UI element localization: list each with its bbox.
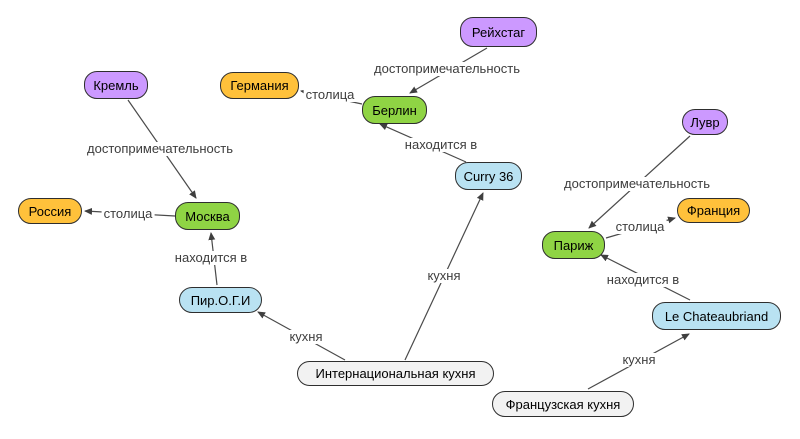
node-label: Кремль <box>93 77 139 93</box>
edge-label-capital-france: столица <box>613 219 667 234</box>
edge-label-landmark-paris: достопримечательность <box>562 176 712 191</box>
node-le-chateaubriand[interactable]: Le Chateaubriand <box>652 302 781 330</box>
node-label: Curry 36 <box>463 168 514 184</box>
edge-label-cuisine-pirogi: кухня <box>287 329 325 344</box>
edge-label-cuisine-lechateau: кухня <box>620 352 658 367</box>
node-label: Французская кухня <box>505 396 621 412</box>
node-label: Франция <box>686 203 741 218</box>
node-label: Берлин <box>372 102 417 118</box>
node-pirogi[interactable]: Пир.О.Г.И <box>179 287 262 313</box>
node-label: Пир.О.Г.И <box>190 292 251 308</box>
node-label: Германия <box>230 78 289 93</box>
node-berlin[interactable]: Берлин <box>362 96 427 124</box>
node-kremlin[interactable]: Кремль <box>84 71 148 99</box>
node-russia[interactable]: Россия <box>18 198 82 224</box>
edge-label-cuisine-curry36: кухня <box>425 268 463 283</box>
node-international-cuisine[interactable]: Интернациональная кухня <box>297 361 494 386</box>
node-label: Le Chateaubriand <box>664 308 769 324</box>
node-curry-36[interactable]: Curry 36 <box>455 162 522 190</box>
edge-label-landmark-moscow: достопримечательность <box>85 141 235 156</box>
edge-label-located-in-paris: находится в <box>604 272 682 287</box>
edge-label-landmark-berlin: достопримечательность <box>372 61 522 76</box>
node-louvre[interactable]: Лувр <box>682 109 728 135</box>
node-label: Лувр <box>690 114 720 130</box>
edge-label-capital-russia: столица <box>101 206 155 221</box>
edge-label-located-in-moscow: находится в <box>172 250 250 265</box>
node-france[interactable]: Франция <box>677 198 750 223</box>
node-label: Москва <box>185 208 230 224</box>
edge-label-capital-germany: столица <box>303 87 357 102</box>
node-label: Россия <box>28 203 72 219</box>
node-label: Рейхстаг <box>471 24 526 40</box>
node-label: Интернациональная кухня <box>315 366 476 381</box>
node-reichstag[interactable]: Рейхстаг <box>460 17 537 47</box>
node-germany[interactable]: Германия <box>220 72 299 99</box>
node-french-cuisine[interactable]: Французская кухня <box>492 391 634 417</box>
edge-label-located-in-berlin: находится в <box>402 137 480 152</box>
node-moscow[interactable]: Москва <box>175 202 240 230</box>
node-paris[interactable]: Париж <box>542 231 605 259</box>
node-label: Париж <box>553 237 594 253</box>
